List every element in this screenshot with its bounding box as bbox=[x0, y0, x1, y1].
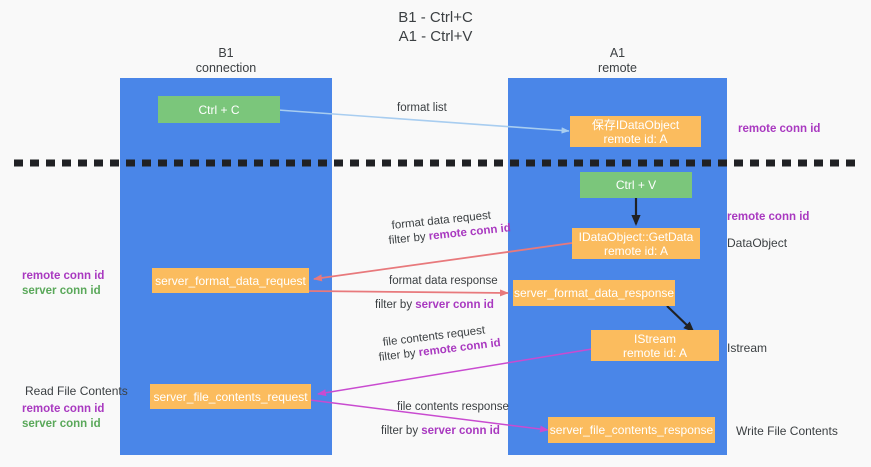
node-server-file-contents-request-label: server_file_contents_request bbox=[153, 389, 308, 404]
column-header-a1-name: A1 bbox=[609, 46, 626, 60]
node-idataobject-getdata[interactable]: IDataObject::GetData remote id: A bbox=[572, 228, 700, 259]
right-annotation-data-object: DataObject bbox=[727, 236, 788, 250]
node-ctrl-c[interactable]: Ctrl + C bbox=[158, 96, 280, 123]
left-annotation-format-remote-conn-id: remote conn id bbox=[22, 270, 105, 282]
node-istream[interactable]: IStream remote id: A bbox=[591, 330, 719, 361]
column-header-b1: B1 connection bbox=[120, 46, 332, 76]
filter-prefix: filter by bbox=[388, 230, 430, 247]
column-header-a1-sub: remote bbox=[598, 61, 637, 75]
filter-key-server-conn-id: server conn id bbox=[421, 425, 500, 437]
column-header-a1: A1 remote bbox=[508, 46, 727, 76]
node-server-file-contents-response[interactable]: server_file_contents_response bbox=[548, 417, 715, 443]
arrow-format-data-response bbox=[305, 289, 509, 297]
node-server-format-data-request-label: server_format_data_request bbox=[155, 273, 306, 288]
left-annotation-read-file-contents: Read File Contents bbox=[25, 384, 128, 398]
left-annotation-file-remote-conn-id: remote conn id bbox=[22, 403, 105, 415]
node-idataobject-getdata-line1: IDataObject::GetData bbox=[578, 229, 694, 244]
node-server-file-contents-response-label: server_file_contents_response bbox=[549, 423, 714, 437]
filter-prefix: filter by bbox=[378, 347, 420, 364]
left-annotation-file-server-conn-id: server conn id bbox=[22, 418, 101, 430]
node-ctrl-v[interactable]: Ctrl + V bbox=[580, 172, 692, 198]
column-header-b1-sub: connection bbox=[195, 61, 257, 75]
node-ctrl-c-label: Ctrl + C bbox=[198, 102, 240, 117]
edge-label-format-data-response: format data response bbox=[389, 275, 498, 287]
column-header-b1-name: B1 bbox=[218, 46, 234, 60]
right-annotation-mid-remote-conn-id: remote conn id bbox=[727, 211, 810, 223]
filter-prefix: filter by bbox=[375, 299, 416, 311]
title-line-2: A1 - Ctrl+V bbox=[398, 28, 473, 45]
node-server-format-data-response-label: server_format_data_response bbox=[513, 286, 675, 300]
left-annotation-format: remote conn id server conn id bbox=[22, 269, 104, 299]
node-istream-line1: IStream bbox=[633, 331, 676, 346]
edge-label-format-data-response-filter: filter by server conn id bbox=[375, 298, 494, 313]
node-save-idataobject[interactable]: 保存IDataObject remote id: A bbox=[570, 116, 701, 147]
title-line-1: B1 - Ctrl+C bbox=[398, 9, 473, 26]
left-annotation-file: remote conn id server conn id bbox=[22, 402, 104, 432]
page-title: B1 - Ctrl+C A1 - Ctrl+V bbox=[0, 8, 871, 46]
node-save-idataobject-line1: 保存IDataObject bbox=[591, 117, 680, 132]
edge-label-file-contents-response-filter: filter by server conn id bbox=[381, 424, 500, 439]
filter-key-server-conn-id: server conn id bbox=[415, 299, 494, 311]
right-annotation-istream: Istream bbox=[727, 341, 768, 355]
left-annotation-format-server-conn-id: server conn id bbox=[22, 285, 101, 297]
node-server-file-contents-request[interactable]: server_file_contents_request bbox=[150, 384, 311, 409]
edge-label-file-contents-response: file contents response bbox=[397, 401, 509, 413]
filter-prefix: filter by bbox=[381, 425, 422, 437]
node-server-format-data-response[interactable]: server_format_data_response bbox=[513, 280, 675, 306]
edge-label-format-list: format list bbox=[397, 102, 447, 114]
node-ctrl-v-label: Ctrl + V bbox=[615, 178, 657, 192]
node-idataobject-getdata-line2: remote id: A bbox=[603, 243, 669, 258]
right-annotation-top-remote-conn-id: remote conn id bbox=[738, 123, 821, 135]
node-save-idataobject-line2: remote id: A bbox=[603, 131, 668, 146]
right-annotation-write-file-contents: Write File Contents bbox=[736, 424, 838, 438]
node-istream-line2: remote id: A bbox=[622, 345, 688, 360]
node-server-format-data-request[interactable]: server_format_data_request bbox=[152, 268, 309, 293]
